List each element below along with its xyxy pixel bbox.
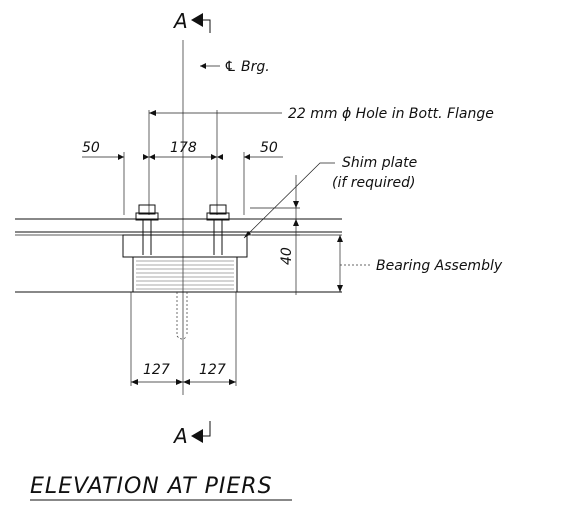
section-mark-bottom-label: A (172, 424, 188, 448)
girder-bottom-flange (15, 218, 342, 236)
section-mark-top-label: A (172, 9, 188, 33)
shim-label-line2: (if required) (332, 175, 415, 191)
anchor-bolt-right (206, 204, 230, 255)
section-mark-top: A (172, 9, 211, 33)
bearing-pad (132, 256, 238, 293)
masonry-plate (122, 234, 248, 258)
section-arrow-top-icon (191, 13, 203, 27)
dim-bolt-spacing: 178 (170, 140, 197, 156)
hole-label: 22 mm ϕ Hole in Bott. Flange (288, 106, 494, 122)
anchor-bolt-left (135, 204, 159, 255)
section-arrow-bottom-icon (191, 429, 203, 443)
dowel (176, 292, 188, 340)
dim-right-edge: 50 (260, 140, 278, 156)
dim-bottom-right: 127 (199, 362, 226, 378)
bearing-assembly-label: Bearing Assembly (376, 258, 503, 274)
section-mark-bottom: A (172, 421, 211, 448)
drawing-title: ELEVATION AT PIERS (30, 474, 273, 499)
shim-label-line1: Shim plate (342, 155, 417, 171)
dim-left-edge: 50 (82, 140, 100, 156)
dim-height: 40 (279, 247, 295, 265)
centerline-label: ℄ Brg. (224, 59, 270, 75)
dim-bottom-left: 127 (143, 362, 170, 378)
